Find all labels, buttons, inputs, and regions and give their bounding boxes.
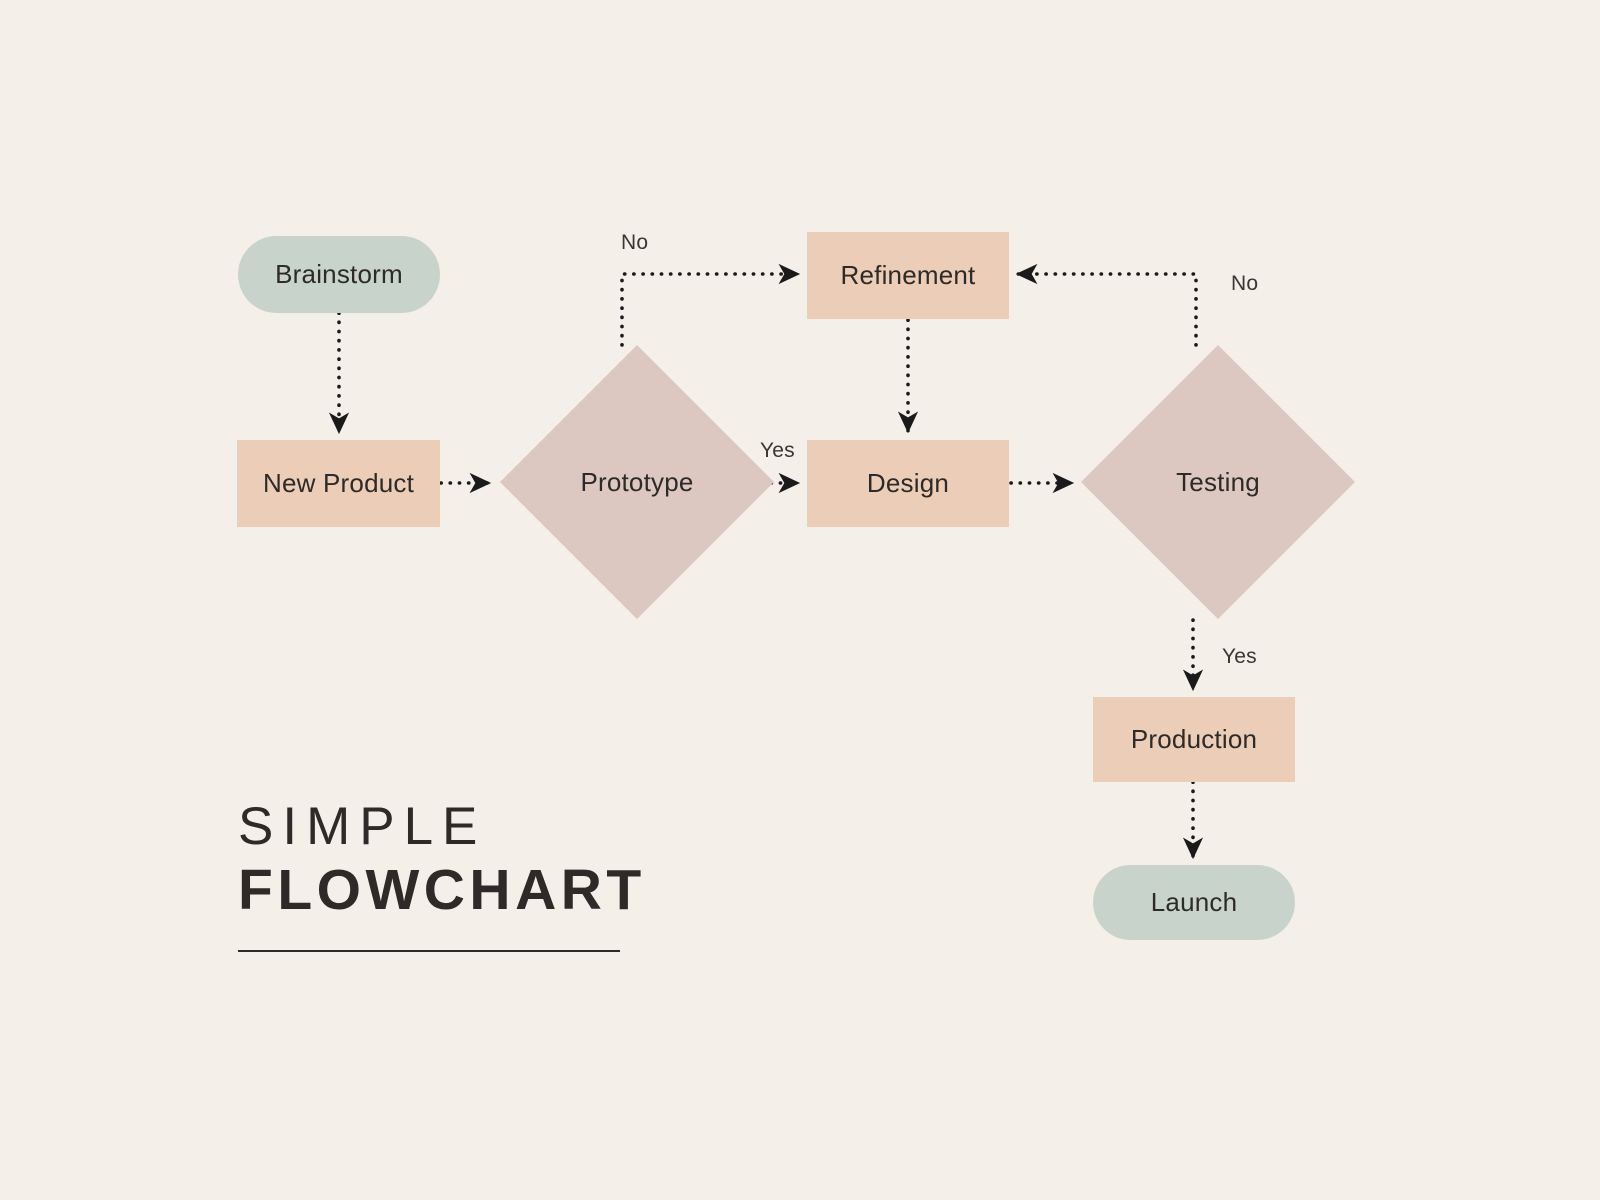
edge-prototype-refinement (620, 263, 801, 347)
title-underline (238, 949, 620, 952)
node-design-label: Design (866, 468, 950, 498)
node-new-product-label: New Product (262, 468, 415, 498)
node-launch-label: Launch (1150, 887, 1238, 917)
edge-testing-refinement (1015, 263, 1198, 347)
title-block: SIMPLE FLOWCHART (238, 798, 646, 952)
prototype-diamond-shape (500, 345, 774, 619)
edge-label-prototype-no: No (621, 231, 649, 254)
node-launch[interactable]: Launch (1093, 865, 1295, 940)
node-production[interactable]: Production (1093, 697, 1295, 782)
title-line-flowchart: FLOWCHART (238, 858, 646, 923)
node-production-label: Production (1130, 724, 1258, 754)
node-design[interactable]: Design (807, 440, 1009, 527)
edge-label-testing-yes: Yes (1222, 645, 1257, 668)
node-brainstorm[interactable]: Brainstorm (238, 236, 440, 313)
edge-label-prototype-yes: Yes (760, 439, 795, 462)
edge-label-testing-no: No (1231, 272, 1259, 295)
node-prototype-label: Prototype (580, 466, 694, 497)
node-refinement-label: Refinement (840, 260, 976, 290)
node-testing[interactable]: Testing (1081, 345, 1355, 619)
node-refinement[interactable]: Refinement (807, 232, 1009, 319)
title-line-simple: SIMPLE (238, 797, 487, 856)
node-prototype[interactable]: Prototype (500, 345, 774, 619)
testing-diamond-shape (1081, 345, 1355, 619)
node-new-product[interactable]: New Product (237, 440, 440, 527)
node-brainstorm-label: Brainstorm (275, 259, 403, 289)
node-testing-label: Testing (1176, 466, 1260, 497)
